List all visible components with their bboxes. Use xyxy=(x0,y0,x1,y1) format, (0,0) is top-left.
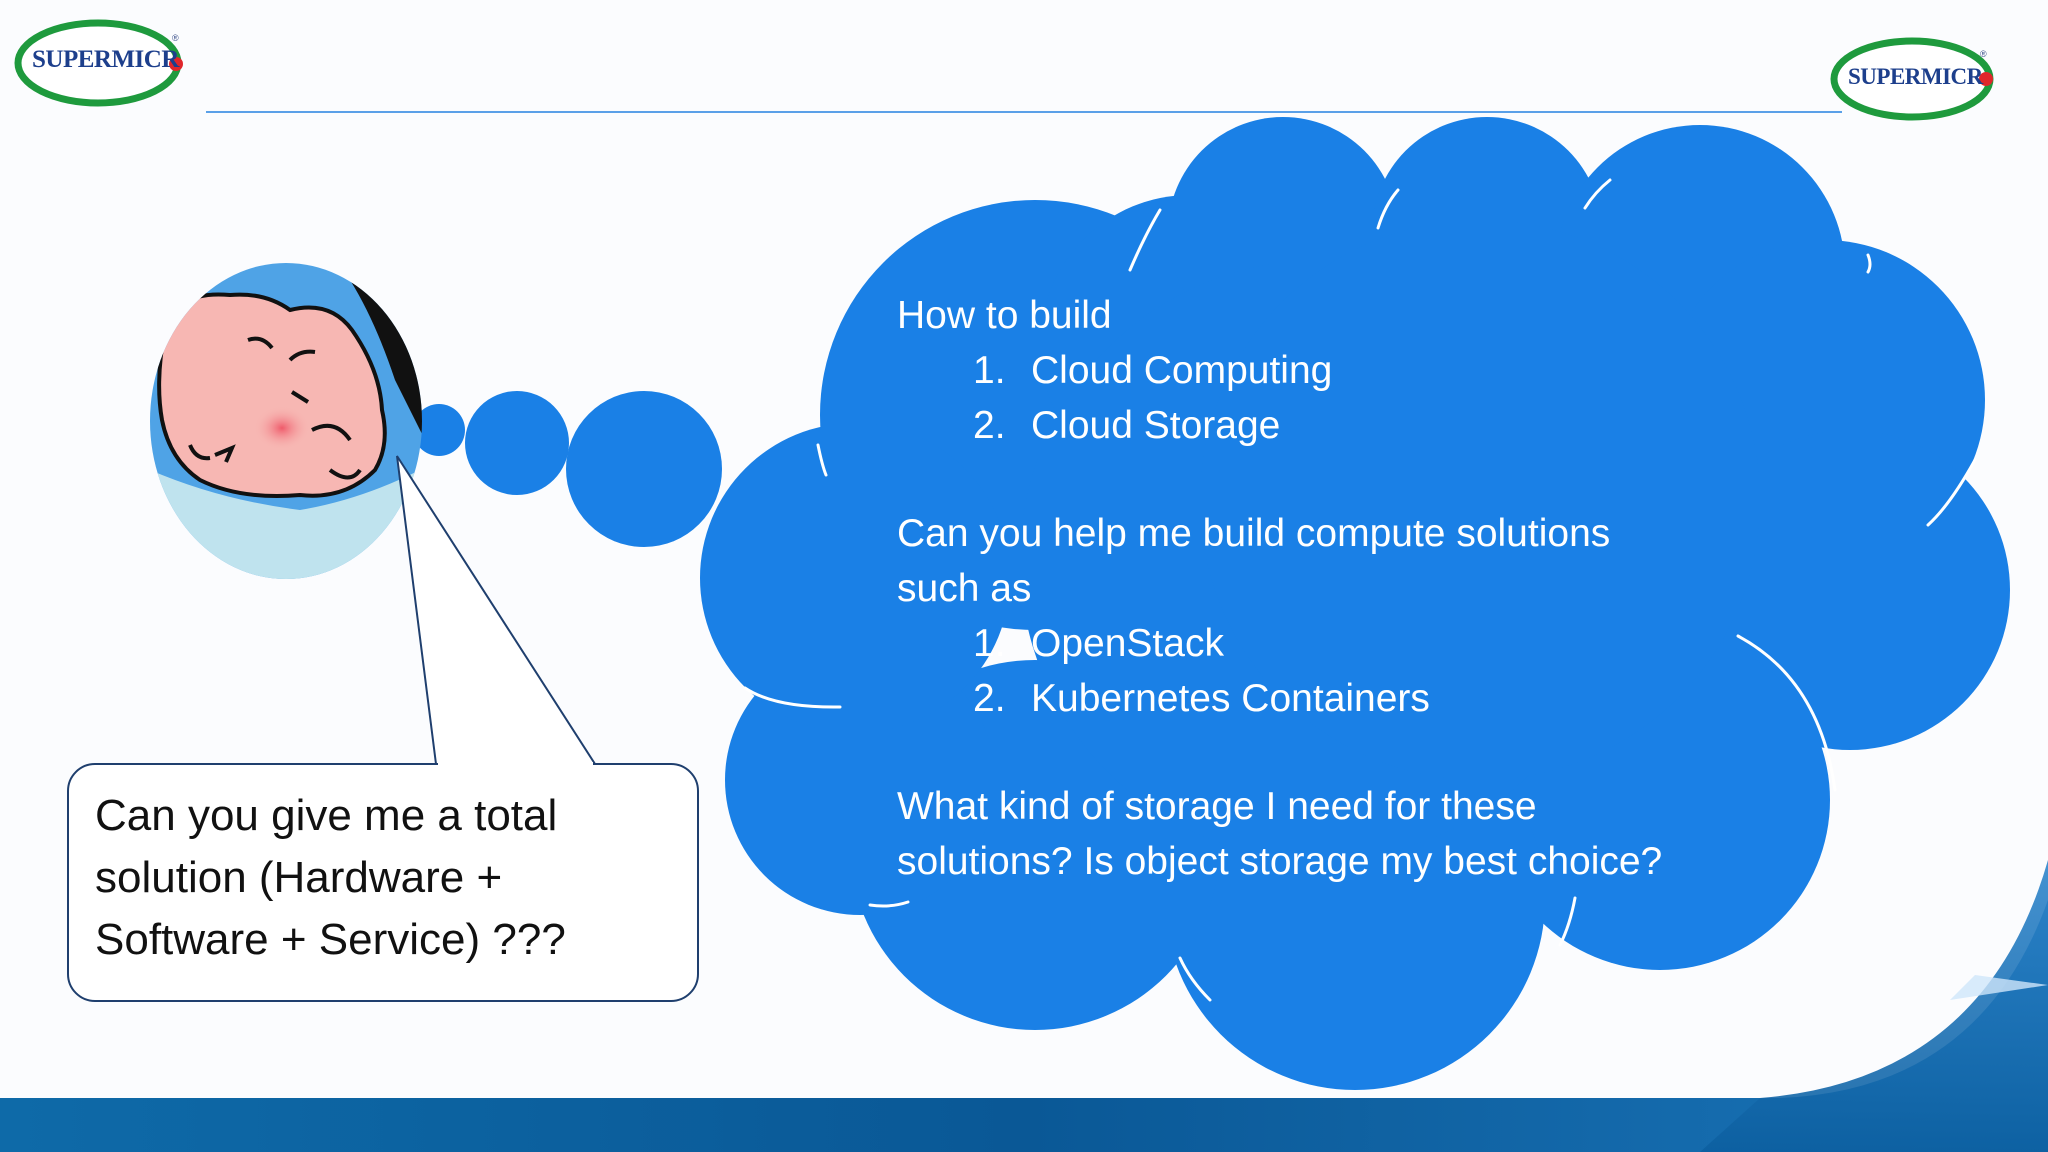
speech-line-2: solution (Hardware + xyxy=(95,853,503,902)
list-number: 2. xyxy=(973,677,1006,720)
cloud-question-line-2: solutions? Is object storage my best cho… xyxy=(897,840,1663,883)
list-item-text: Kubernetes Containers xyxy=(1031,677,1430,720)
list-number: 1. xyxy=(973,622,1006,665)
cloud-question-line-1: What kind of storage I need for these xyxy=(897,785,1537,828)
list-item-text: Cloud Storage xyxy=(1031,404,1281,447)
cloud-heading-compute-solutions: Can you help me build compute solutions xyxy=(897,512,1611,555)
list-item-text: OpenStack xyxy=(1031,622,1224,665)
list-item-text: Cloud Computing xyxy=(1031,349,1333,392)
speech-bubble xyxy=(67,763,699,1002)
speech-line-1: Can you give me a total xyxy=(95,791,558,840)
list-number: 1. xyxy=(973,349,1006,392)
speech-line-3: Software + Service) ??? xyxy=(95,915,566,964)
cloud-heading-such-as: such as xyxy=(897,567,1032,610)
logo-wordmark: SUPERMICR xyxy=(1848,64,1983,89)
list-number: 2. xyxy=(973,404,1006,447)
list-item: 2. Cloud Storage xyxy=(897,398,1797,453)
list-item: 1. OpenStack xyxy=(897,616,1797,671)
list-item: 2. Kubernetes Containers xyxy=(897,671,1797,726)
cloud-text: How to build 1. Cloud Computing 2. Cloud S… xyxy=(897,288,1797,889)
logo-wordmark: SUPERMICR xyxy=(32,46,179,73)
registered-mark: ® xyxy=(1980,49,1987,59)
cloud-heading-how-to-build: How to build xyxy=(897,294,1112,337)
list-item: 1. Cloud Computing xyxy=(897,343,1797,398)
speech-bubble-text: Can you give me a total solution (Hardwa… xyxy=(95,785,685,971)
registered-mark: ® xyxy=(172,33,179,43)
